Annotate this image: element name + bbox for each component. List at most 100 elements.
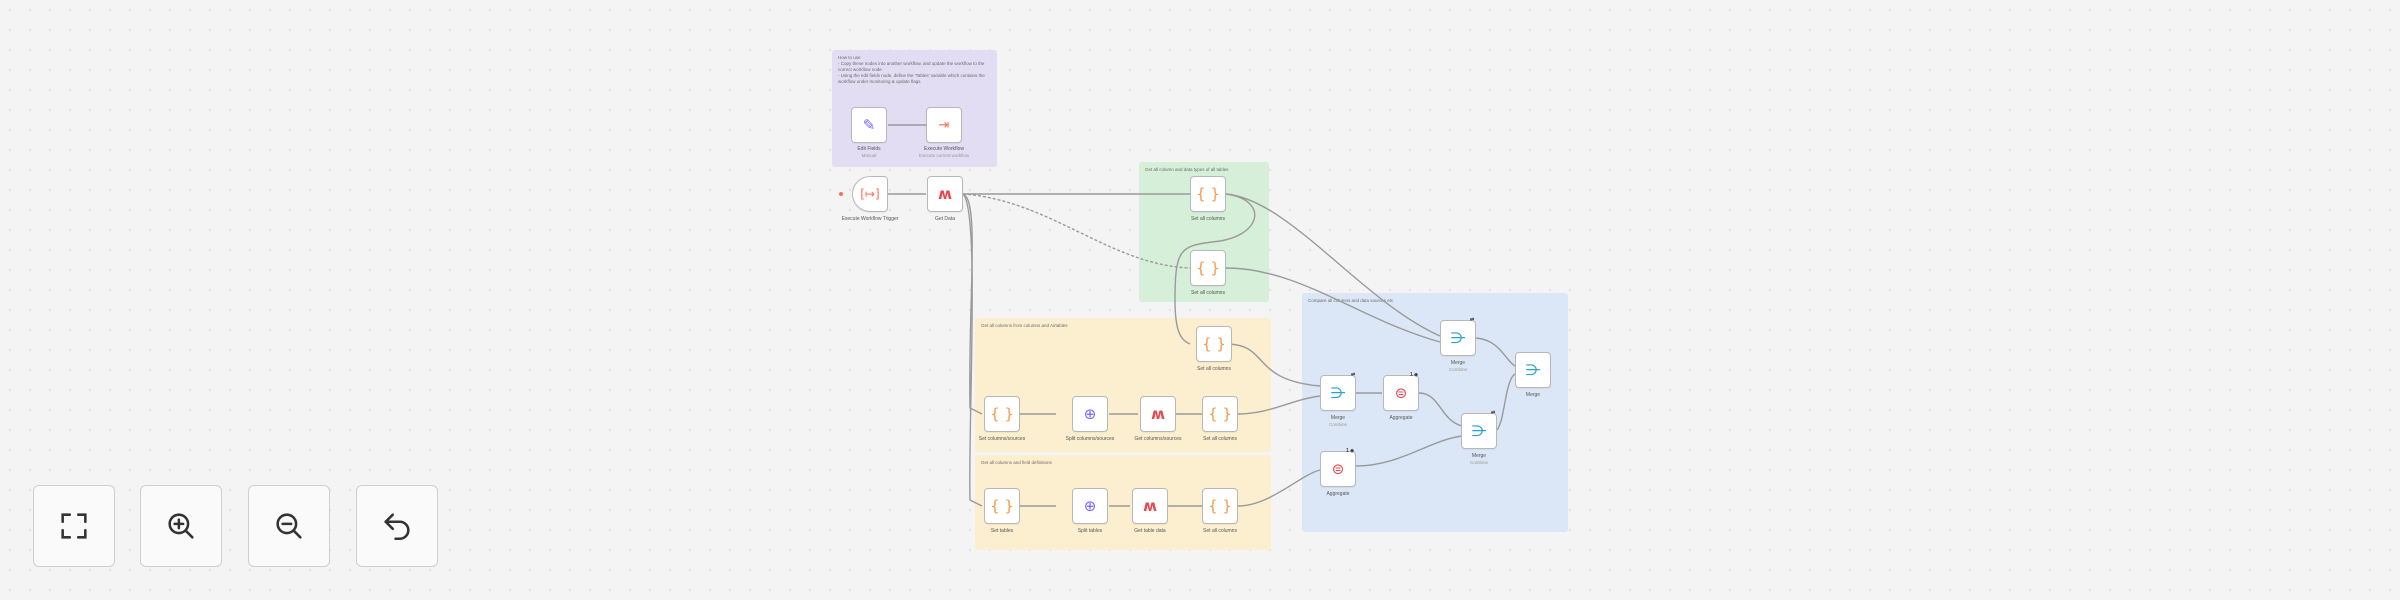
node-subtitle: Execute current workflow <box>918 153 970 158</box>
connection-line <box>962 193 983 507</box>
sticky-note-text: Compare all columns and data sources etc <box>1308 298 1394 303</box>
execute-workflow-icon: ⇥ <box>938 117 950 133</box>
aggregate-icon: ⊜ <box>1394 383 1408 402</box>
undo-icon <box>384 513 410 541</box>
node-get-columns-sources[interactable]: ʍ <box>1140 396 1176 432</box>
node-label: Get Data <box>934 216 955 222</box>
node-split-tables[interactable]: ⊕ <box>1072 488 1108 524</box>
node-label: Set all columns <box>1203 436 1237 442</box>
merge-icon: ⋺ <box>1471 421 1487 440</box>
node-subtitle: Manual <box>861 153 877 158</box>
node-merge[interactable]: ⋺ <box>1440 320 1476 356</box>
node-label: Set all columns <box>1203 528 1237 534</box>
node-badge: ⇄ <box>1351 372 1356 378</box>
trigger-start-dot <box>839 192 843 196</box>
connection-line <box>1418 392 1463 427</box>
node-label: Split tables <box>1077 528 1103 534</box>
connection-line <box>962 193 1191 269</box>
node-label: Set tables <box>990 528 1014 534</box>
braces-icon: { } <box>1202 334 1226 353</box>
node-set-columns-sources[interactable]: { } <box>984 396 1020 432</box>
node-get-table-data[interactable]: ʍ <box>1132 488 1168 524</box>
merge-icon: ⋺ <box>1525 360 1541 379</box>
reset-zoom-button[interactable] <box>356 485 438 567</box>
merge-icon: ⋺ <box>1330 383 1346 402</box>
node-merge[interactable]: ⋺ <box>1515 352 1551 388</box>
braces-icon: { } <box>1196 258 1220 277</box>
braces-icon: { } <box>990 496 1014 515</box>
node-execute-workflow[interactable]: ⇥ <box>926 107 962 143</box>
connection-line <box>1225 193 1441 337</box>
node-set-tables[interactable]: { } <box>984 488 1020 524</box>
node-execute-workflow-trigger[interactable]: [↦] <box>852 176 888 212</box>
node-label: Get table data <box>1134 528 1166 534</box>
node-label: Set all columns <box>1197 366 1231 372</box>
node-label: Edit Fields <box>857 146 881 152</box>
braces-icon: { } <box>1208 496 1232 515</box>
node-badge: ⇄ <box>1470 317 1475 323</box>
node-merge[interactable]: ⋺ <box>1461 413 1497 449</box>
node-label: Aggregate <box>1389 415 1413 421</box>
pencil-icon: ✎ <box>862 115 876 134</box>
node-set-all-columns[interactable]: { } <box>1190 250 1226 286</box>
merge-icon: ⋺ <box>1450 328 1466 347</box>
node-set-all-columns[interactable]: { } <box>1196 326 1232 362</box>
node-badge: 1 ◆ <box>1346 448 1355 454</box>
fit-view-icon <box>61 513 87 539</box>
node-set-all-columns[interactable]: { } <box>1202 396 1238 432</box>
node-merge[interactable]: ⋺ <box>1320 375 1356 411</box>
node-set-all-columns[interactable]: { } <box>1190 176 1226 212</box>
trigger-icon: [↦] <box>860 187 880 201</box>
fit-view-button[interactable] <box>33 485 115 567</box>
node-subtitle: Combine <box>1469 460 1488 465</box>
connection-line <box>1355 435 1463 467</box>
node-badge: 1 ◆ <box>1410 372 1419 378</box>
node-edit-fields[interactable]: ✎ <box>851 107 887 143</box>
connection-line <box>1225 343 1321 387</box>
connection-line <box>1496 373 1516 431</box>
connection-line <box>1225 267 1441 343</box>
zoom-in-icon <box>168 513 194 539</box>
node-set-all-columns[interactable]: { } <box>1202 488 1238 524</box>
node-badge: ⇄ <box>1491 410 1496 416</box>
aggregate-icon: ⊜ <box>1331 459 1345 478</box>
split-icon: ⊕ <box>1083 496 1097 515</box>
connection-line <box>1237 395 1321 415</box>
braces-icon: { } <box>1196 184 1220 203</box>
zoom-in-button[interactable] <box>140 485 222 567</box>
node-subtitle: Combine <box>1328 422 1347 427</box>
node-aggregate[interactable]: ⊜ <box>1383 375 1419 411</box>
make-icon: ʍ <box>1151 404 1165 423</box>
make-icon: ʍ <box>1143 496 1157 515</box>
sticky-note-text: Get all columns from columns and Airtabl… <box>981 323 1068 328</box>
node-label: Execute Workflow <box>924 146 964 152</box>
node-label: Aggregate <box>1326 491 1350 497</box>
node-label: Merge <box>1450 360 1466 366</box>
node-aggregate[interactable]: ⊜ <box>1320 451 1356 487</box>
connection-line <box>1174 193 1256 345</box>
sticky-note-text: How to use - Copy these nodes into anoth… <box>838 55 985 84</box>
node-get-data[interactable]: ʍ <box>927 176 963 212</box>
split-icon: ⊕ <box>1083 404 1097 423</box>
node-label: Split columns/sources <box>1065 436 1115 442</box>
node-label: Merge <box>1525 392 1541 398</box>
node-label: Set all columns <box>1191 290 1225 296</box>
connection-line <box>1237 469 1321 507</box>
make-icon: ʍ <box>938 184 952 203</box>
node-label: Set columns/sources <box>978 436 1026 442</box>
node-split-columns-sources[interactable]: ⊕ <box>1072 396 1108 432</box>
sticky-note-text: Get all column and data types of all tab… <box>1145 167 1229 172</box>
sticky-note-compare[interactable]: Compare all columns and data sources etc <box>1302 293 1568 532</box>
connection-line <box>1475 337 1516 367</box>
sticky-note-text: Get all columns and field definitions <box>981 460 1052 465</box>
node-subtitle: Combine <box>1448 367 1467 372</box>
braces-icon: { } <box>1208 404 1232 423</box>
zoom-out-icon <box>276 513 302 539</box>
braces-icon: { } <box>990 404 1014 423</box>
node-label: Execute Workflow Trigger <box>841 216 899 222</box>
sticky-note-setup[interactable]: How to use - Copy these nodes into anoth… <box>832 50 997 167</box>
node-label: Merge <box>1471 453 1487 459</box>
zoom-out-button[interactable] <box>248 485 330 567</box>
